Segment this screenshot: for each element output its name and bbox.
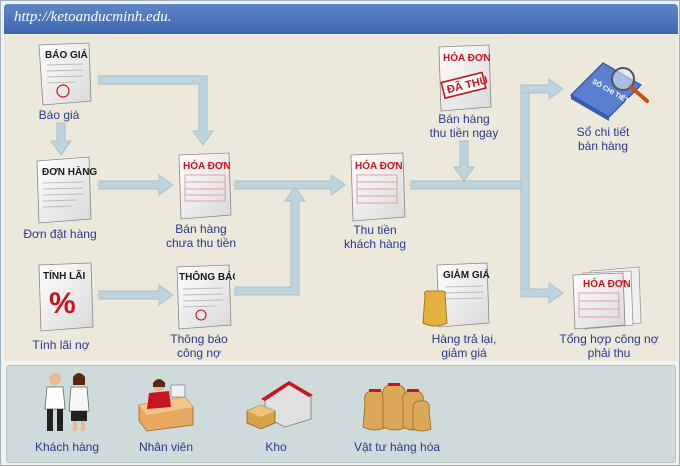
giam-gia-label-2: giảm giá: [441, 346, 487, 360]
hoa-don-chua-thu-label: Bán hàng chưa thu tiền: [161, 222, 241, 250]
tong-hop-label-1: Tổng hợp công nợ: [559, 332, 659, 346]
flow-panel: [4, 35, 678, 361]
giam-gia-label-1: Hàng trả lại,: [431, 332, 497, 346]
bao-gia-title: BÁO GIÁ: [45, 48, 88, 61]
tong-hop-title: HÓA ĐƠN: [583, 277, 631, 290]
giam-gia-document-icon: GIẢM GIÁ: [422, 262, 490, 328]
arrow-baogia-donhang: [50, 122, 72, 156]
hoa-don-da-thu-title: HÓA ĐƠN: [443, 51, 491, 64]
arrow-baogia-hoadon: [98, 75, 214, 146]
thu-tien-document-icon: HÓA ĐƠN: [350, 152, 406, 222]
hoa-don-da-thu-label-1: Bán hàng: [438, 112, 490, 126]
don-hang-label: Đơn đặt hàng: [23, 227, 97, 241]
so-chi-tiet-label: Sổ chi tiết bán hàng: [567, 125, 639, 153]
arrow-to-tonghop: [520, 282, 564, 304]
arrow-donhang-hoadon: [98, 174, 174, 196]
tinh-lai-document-icon: TÍNH LÃI %: [38, 262, 94, 332]
giam-gia-title: GIẢM GIÁ: [443, 268, 490, 281]
thong-bao-label-2: công nợ: [177, 346, 221, 360]
thong-bao-document-icon: THÔNG BÁO: [176, 264, 235, 330]
arrow-thutien-branch: [410, 180, 526, 190]
thu-tien-label-1: Thu tiền: [353, 223, 397, 237]
tong-hop-label-2: phải thu: [587, 346, 631, 360]
hoa-don-chua-thu-label-1: Bán hàng: [175, 222, 227, 236]
nhan-vien-label: Nhân viên: [138, 440, 194, 454]
percent-symbol: %: [49, 287, 76, 320]
thu-tien-label: Thu tiền khách hàng: [337, 223, 413, 251]
arrow-thongbao-thutien: [234, 186, 306, 296]
warehouse-icon: [246, 381, 313, 429]
header-bar: http://ketoanducminh.edu.: [4, 4, 678, 34]
don-hang-title: ĐƠN HÀNG: [42, 165, 97, 178]
vat-tu-label: Vật tư hàng hóa: [353, 440, 441, 454]
magnifier-icon: [611, 67, 635, 91]
entities-panel: [6, 365, 676, 463]
thong-bao-title: THÔNG BÁO: [179, 270, 235, 283]
goods-sacks-icon: [362, 383, 432, 432]
thong-bao-label-1: Thông báo: [170, 332, 228, 346]
giam-gia-label: Hàng trả lại, giảm giá: [421, 332, 507, 360]
arrow-vertical-branch: [520, 88, 530, 298]
bao-gia-document-icon: BÁO GIÁ: [38, 42, 92, 106]
hoa-don-chua-thu-title: HÓA ĐƠN: [183, 159, 231, 172]
don-hang-document-icon: ĐƠN HÀNG: [36, 156, 97, 224]
arrow-to-sochitiet: [520, 78, 564, 100]
site-url[interactable]: http://ketoanducminh.edu.: [14, 9, 172, 25]
tinh-lai-label: Tính lãi nợ: [32, 338, 90, 352]
so-chi-tiet-label-1: Sổ chi tiết: [576, 125, 630, 139]
tinh-lai-title: TÍNH LÃI: [43, 269, 85, 282]
hoa-don-da-thu-label-2: thu tiền ngay: [429, 126, 499, 140]
khach-hang-label: Khách hàng: [34, 440, 100, 454]
arrow-thungay-branch: [453, 140, 475, 182]
tong-hop-label: Tổng hợp công nợ phải thu: [559, 332, 659, 360]
arrow-hoadon-thutien: [234, 174, 346, 196]
staff-icon: [138, 379, 194, 432]
hoa-don-chua-thu-label-2: chưa thu tiền: [165, 236, 237, 250]
kho-label: Kho: [265, 440, 287, 454]
thu-tien-title: HÓA ĐƠN: [355, 159, 403, 172]
so-chi-tiet-label-2: bán hàng: [577, 139, 629, 153]
thong-bao-label: Thông báo công nợ: [165, 332, 233, 360]
tong-hop-document-stack-icon: HÓA ĐƠN: [572, 266, 642, 330]
jar-icon: [422, 290, 448, 327]
so-chi-tiet-book-icon: SỔ CHI TIẾT: [570, 62, 649, 121]
thu-tien-label-2: khách hàng: [343, 237, 407, 251]
arrow-tinhlai-thongbao: [98, 284, 174, 306]
bao-gia-label: Báo giá: [38, 108, 80, 122]
hoa-don-chua-thu-document-icon: HÓA ĐƠN: [178, 152, 232, 220]
hoa-don-da-thu-document-icon: HÓA ĐƠN ĐÃ THU: [438, 44, 492, 112]
customers-icon: [44, 373, 90, 431]
hoa-don-da-thu-label: Bán hàng thu tiền ngay: [421, 112, 507, 140]
